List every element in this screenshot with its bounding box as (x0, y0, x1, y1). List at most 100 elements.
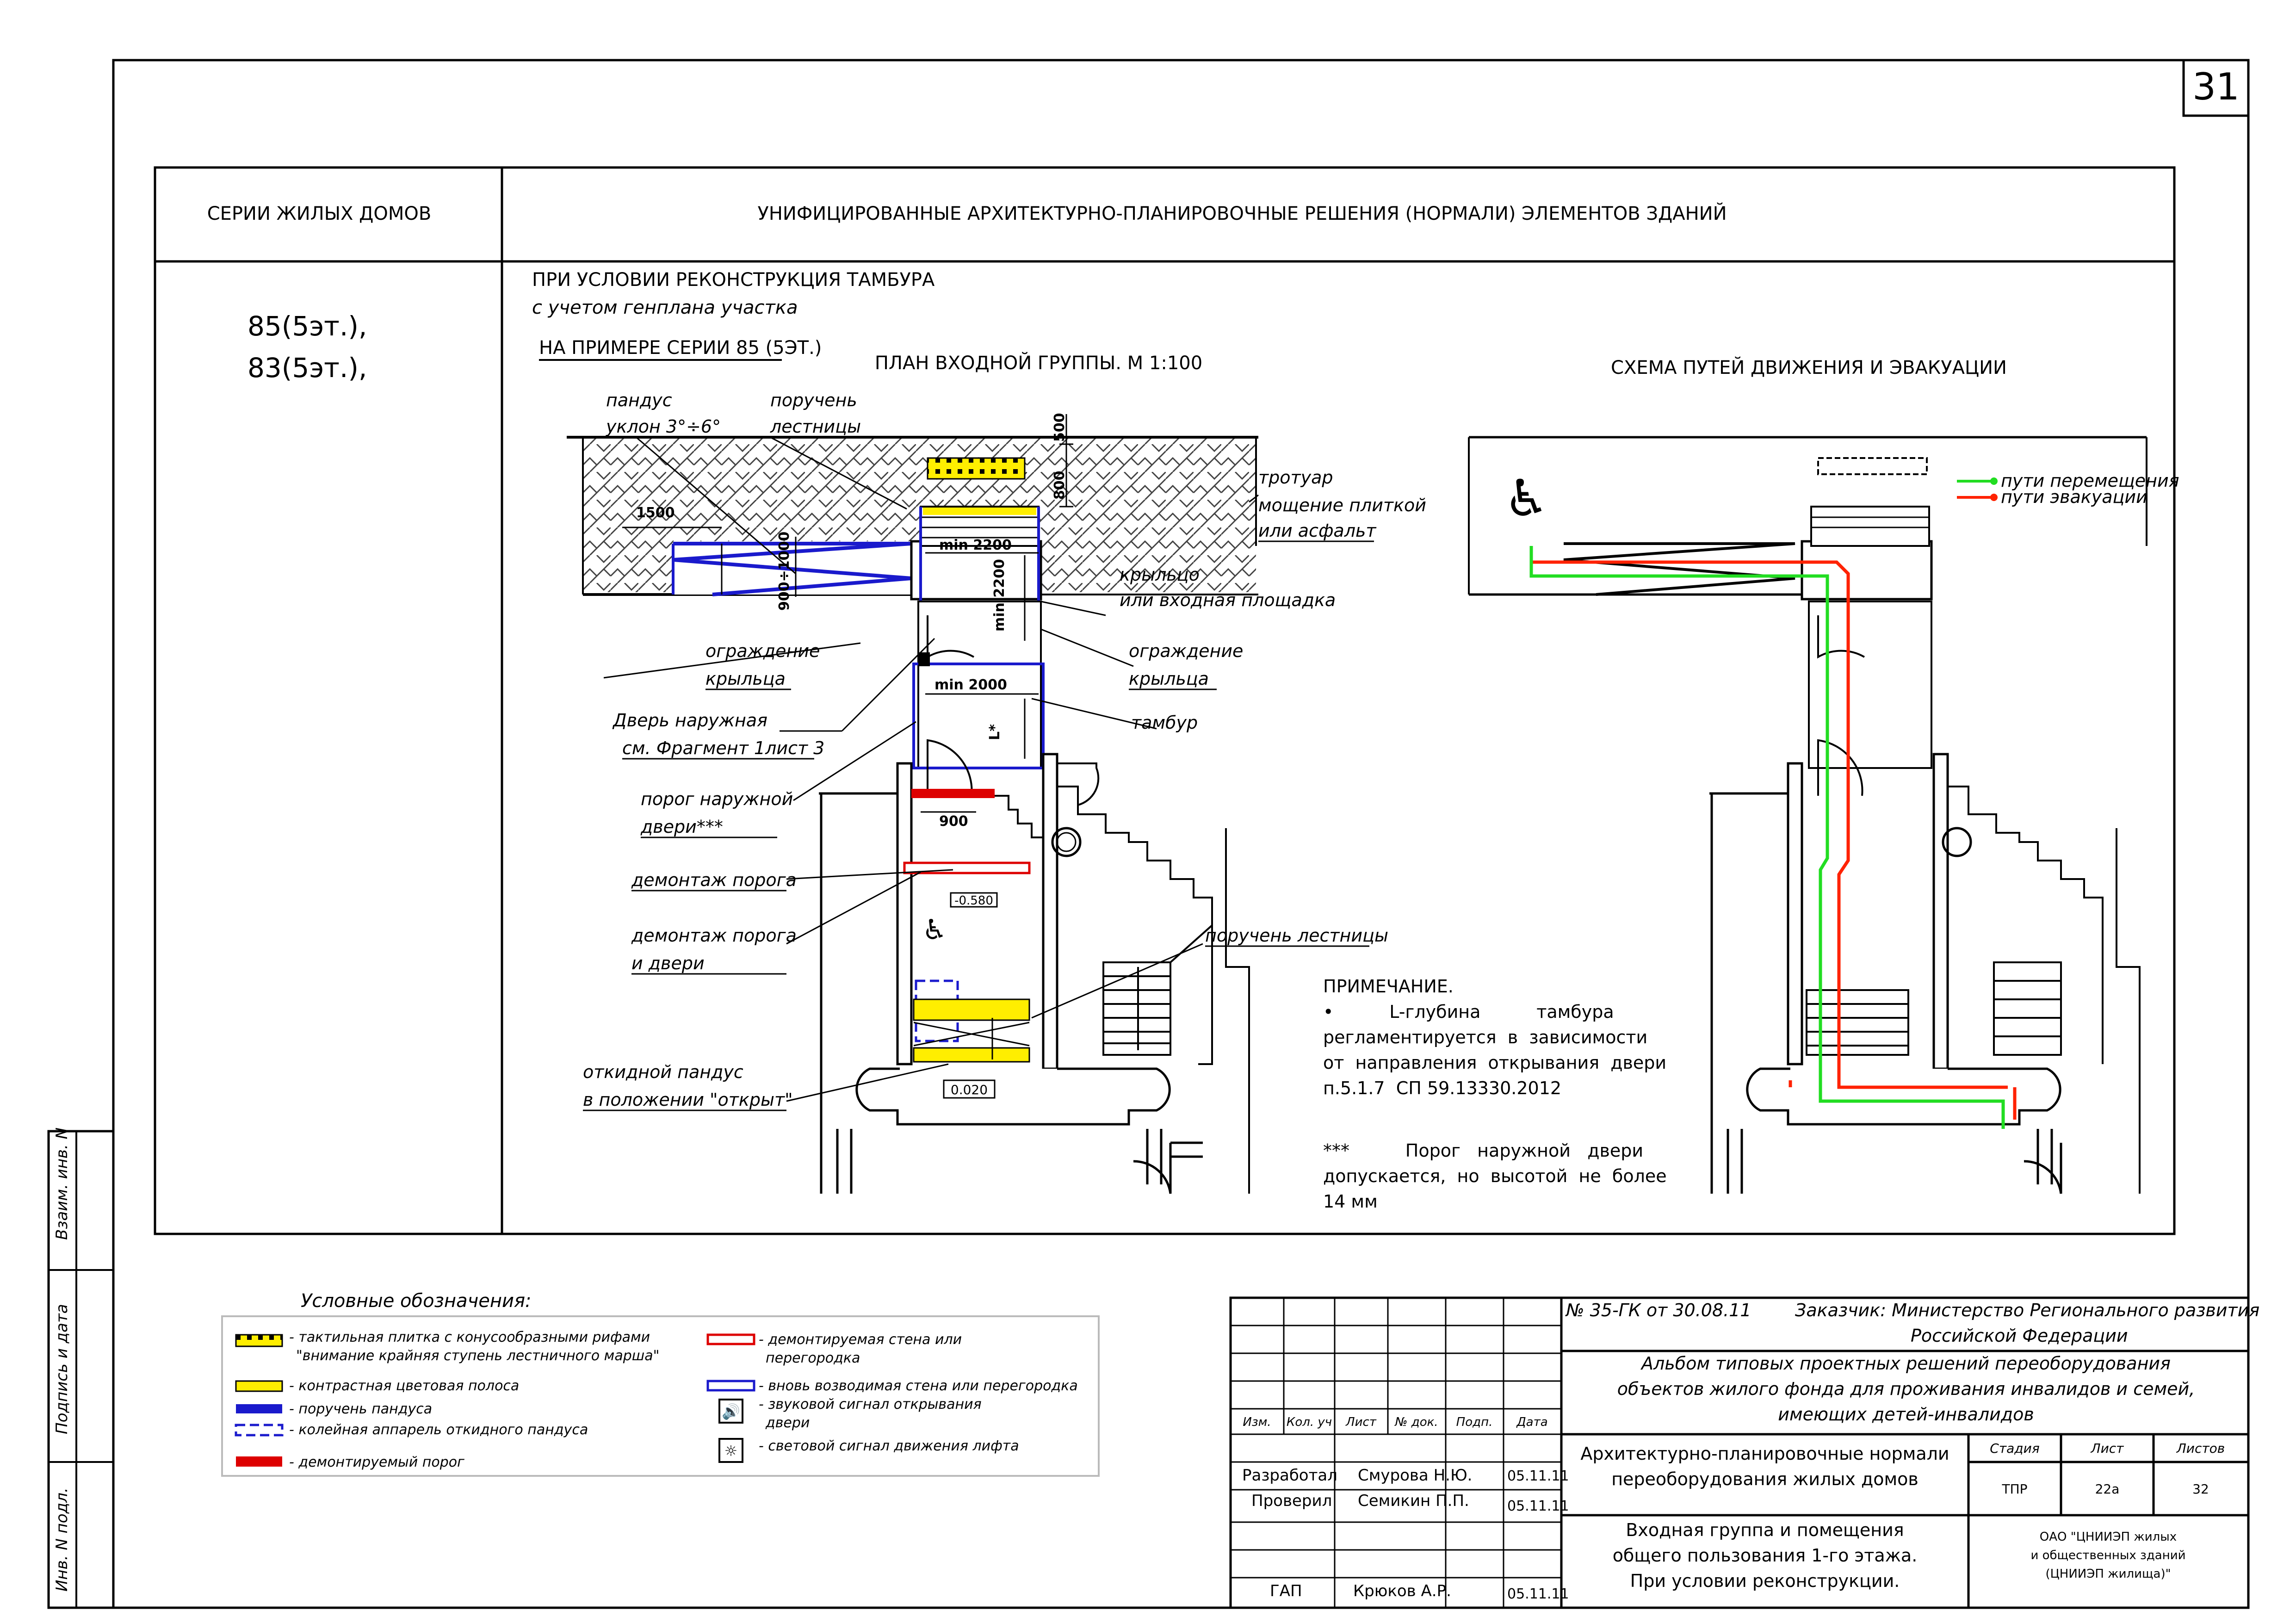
stamp-contract: № 35-ГК от 30.08.11 (1565, 1300, 1751, 1320)
dim-500: 500 (1052, 413, 1068, 442)
col-podp: Подп. (1456, 1415, 1493, 1429)
legend-right-1: - демонтируемая стена или (759, 1332, 962, 1348)
stamp-customer-2: Российской Федерации (1911, 1326, 2128, 1346)
role-2: Проверил (1251, 1492, 1332, 1510)
lbl-door-2: см. Фрагмент 1лист 3 (622, 738, 824, 758)
side-label-1: Взаим. инв. N (53, 1127, 71, 1240)
tactile-strip (927, 457, 1026, 480)
dim-min2000: min 2000 (934, 677, 1007, 693)
level-bottom: 0.020 (951, 1082, 988, 1097)
stamp-sheet-1: Входная группа и помещения (1626, 1520, 1904, 1540)
dim-900-1000: 900÷1000 (776, 532, 792, 611)
dim-min2200a: min 2200 (939, 537, 1012, 553)
evacuation-path (1531, 560, 2008, 1089)
svg-text:• L-глубина: • L-глубина тамбура (1323, 1002, 1614, 1022)
legend-left-3: - поручень пандуса (289, 1401, 432, 1417)
threshold-red (911, 789, 995, 798)
page-number-box (2182, 59, 2250, 117)
lbl-fence-left-1: ограждение (706, 641, 820, 661)
scheme-wheelchair-icon: ♿ (1504, 469, 1549, 528)
stamp-section-1: Архитектурно-планировочные нормали (1580, 1443, 1949, 1464)
legend-left-4: - колейная аппарель откидного пандуса (289, 1422, 588, 1438)
stamp-org-2: и общественных зданий (2030, 1549, 2185, 1562)
header-right: УНИФИЦИРОВАННЫЕ АРХИТЕКТУРНО-ПЛАНИРОВОЧН… (757, 202, 1727, 224)
series-2: 83(5эт.), (248, 352, 367, 384)
lbl-handrail-1: поручень (770, 390, 857, 410)
stamp-sheets: 32 (2192, 1481, 2209, 1497)
lbl-fold-ramp-2: в положении "открыт" (583, 1090, 793, 1110)
stamp-sheet-3: При условии реконструкции. (1630, 1571, 1900, 1591)
date-3: 05.11.11 (1507, 1586, 1569, 1602)
date-2: 05.11.11 (1507, 1498, 1569, 1514)
svg-text:🔊: 🔊 (722, 1403, 740, 1420)
note: ПРИМЕЧАНИЕ. • L-глубина тамбура регламен… (1323, 976, 1667, 1212)
condition-line1: ПРИ УСЛОВИИ РЕКОНСТРУКЦИЯ ТАМБУРА (532, 269, 935, 291)
col-izm: Изм. (1243, 1415, 1271, 1429)
series-1: 85(5эт.), (248, 310, 367, 342)
stamp-org-1: ОАО "ЦНИИЭП жилых (2040, 1530, 2177, 1544)
movement-path (1529, 546, 2005, 1129)
svg-text:14 мм: 14 мм (1323, 1191, 1378, 1212)
porch (910, 540, 1042, 601)
legend-left-1: - тактильная плитка с конусообразными ри… (289, 1329, 650, 1345)
scheme-title: СХЕМА ПУТЕЙ ДВИЖЕНИЯ И ЭВАКУАЦИИ (1611, 356, 2007, 378)
legend-left-5: - демонтируемый порог (289, 1454, 464, 1470)
legend-left-1b: "внимание крайняя ступень лестничного ма… (296, 1348, 659, 1364)
lbl-door-1: Дверь наружная (612, 710, 767, 731)
lbl-fence-right-2: крыльца (1129, 669, 1209, 689)
lbl-fence-right-1: ограждение (1129, 641, 1243, 661)
dim-min2200b: min 2200 (991, 559, 1008, 632)
svg-text:допускается, но высотой не: допускается, но высотой не более (1323, 1166, 1667, 1186)
plan-title: ПЛАН ВХОДНОЙ ГРУППЫ. М 1:100 (875, 352, 1202, 374)
plan-drawing: -0.580 ♿ 0.020 (567, 414, 1259, 1194)
stamp-album-3: имеющих детей-инвалидов (1778, 1404, 2034, 1425)
legend-right-3: - звуковой сигнал открывания (759, 1396, 982, 1412)
stamp-customer-1: Заказчик: Министерство Регионального раз… (1795, 1300, 2259, 1320)
condition-line2: с учетом генплана участка (532, 297, 798, 318)
legend-right-1b: перегородка (766, 1350, 860, 1366)
lbl-fence-left-2: крыльца (706, 669, 786, 689)
lbl-handrail-stair: поручень лестницы (1205, 925, 1388, 946)
stamp-sheet: 22а (2095, 1481, 2120, 1497)
sheet-frame (112, 59, 2250, 1609)
stamp-album-1: Альбом типовых проектных решений переобо… (1640, 1353, 2171, 1374)
name-1: Смурова Н.Ю. (1358, 1466, 1472, 1485)
lbl-ramp-2: уклон 3°÷6° (606, 416, 721, 437)
side-strip: Взаим. инв. N Подпись и дата Инв. N подл… (47, 1127, 115, 1609)
stamp-sheet-h: Лист (2091, 1441, 2124, 1456)
side-label-2: Подпись и дата (53, 1304, 71, 1434)
dim-800: 800 (1052, 471, 1068, 500)
lbl-porch-2: или входная площадка (1120, 590, 1336, 610)
stamp-org-3: (ЦНИИЭП жилища)" (2045, 1567, 2171, 1581)
lbl-sidewalk-3: или асфальт (1258, 520, 1377, 541)
stamp-sheets-h: Листов (2176, 1441, 2225, 1456)
svg-text:*** Порог наружной: *** Порог наружной двери (1323, 1140, 1643, 1161)
lbl-porch-1: крыльцо (1120, 564, 1200, 585)
vestibule (917, 601, 1042, 769)
legend-right-4: - световой сигнал движения лифта (759, 1438, 1019, 1454)
dim-900: 900 (939, 813, 968, 830)
lbl-fold-ramp-1: откидной пандус (583, 1062, 743, 1082)
stamp-album-2: объектов жилого фонда для проживания инв… (1617, 1379, 2195, 1399)
title-block (1229, 1296, 2250, 1609)
lbl-sidewalk-1: тротуар (1258, 467, 1333, 488)
main-table (154, 166, 2176, 1235)
legend-right-2: - вновь возводимая стена или перегородка (759, 1378, 1078, 1394)
legend-right-3b: двери (765, 1415, 810, 1431)
lbl-threshold-1: порог наружной (641, 789, 793, 809)
condition-example: НА ПРИМЕРЕ СЕРИИ 85 (5ЭТ.) (539, 337, 822, 359)
scheme-legend-movement: пути перемещения (2001, 471, 2179, 491)
lbl-vestibule: тамбур (1131, 712, 1198, 733)
contrast-strip (913, 998, 1030, 1021)
svg-text:регламентируется в зависимос: регламентируется в зависимости (1323, 1027, 1647, 1047)
svg-text:от направления открывания д: от направления открывания двери (1323, 1053, 1666, 1073)
col-list: Лист (1345, 1415, 1377, 1429)
svg-text:☼: ☼ (724, 1442, 738, 1460)
svg-text:ПРИМЕЧАНИЕ.: ПРИМЕЧАНИЕ. (1323, 976, 1454, 997)
inner-door (927, 739, 973, 796)
dim-1500: 1500 (636, 505, 675, 521)
role-3: ГАП (1270, 1582, 1302, 1600)
col-date: Дата (1516, 1415, 1547, 1429)
col-kol: Кол. уч (1287, 1415, 1332, 1429)
